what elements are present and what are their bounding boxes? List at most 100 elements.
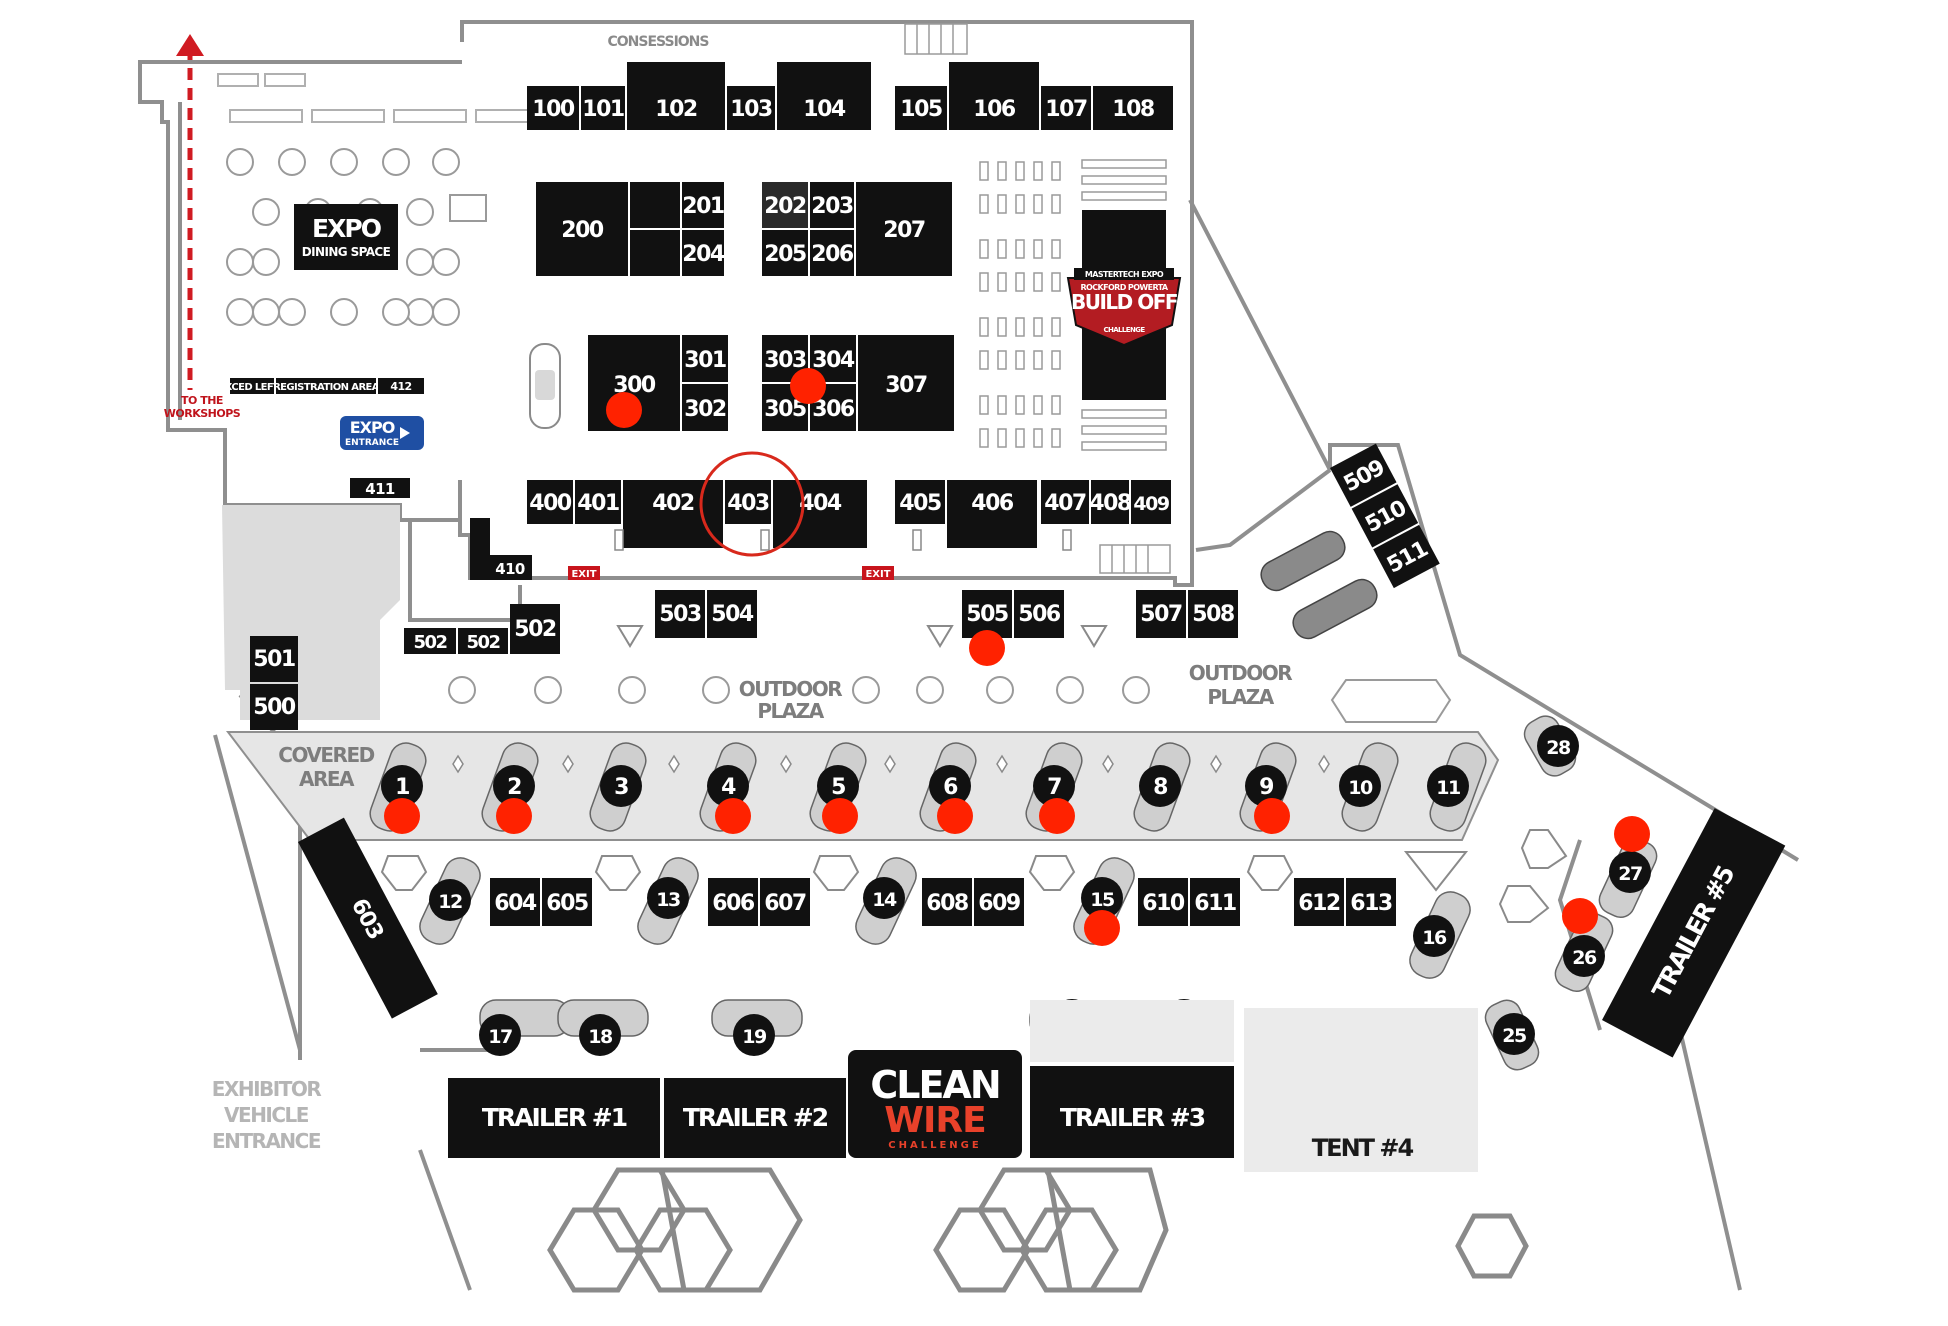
booth-501[interactable] <box>250 636 298 682</box>
booth-606[interactable] <box>708 878 758 926</box>
booth-108[interactable] <box>1093 86 1173 130</box>
booth-105[interactable] <box>895 86 947 130</box>
booth-504[interactable] <box>707 590 757 638</box>
booth-201[interactable] <box>682 182 724 228</box>
booth-402[interactable] <box>623 480 723 548</box>
booth-204[interactable] <box>682 230 724 276</box>
spot-6[interactable]: 6 <box>943 775 960 800</box>
booth-307[interactable] <box>858 335 954 431</box>
trailer-3[interactable] <box>1030 1066 1234 1158</box>
booth-500[interactable] <box>250 684 298 730</box>
booth-407[interactable] <box>1041 480 1089 524</box>
trailer-1[interactable] <box>448 1078 660 1158</box>
booth-403[interactable] <box>725 480 771 524</box>
booth-610[interactable] <box>1138 878 1188 926</box>
spot-8[interactable]: 8 <box>1153 775 1169 800</box>
spot-11[interactable]: 11 <box>1436 777 1461 799</box>
spot-16[interactable]: 16 <box>1422 927 1448 949</box>
booth-510[interactable] <box>1351 484 1419 548</box>
spot-26[interactable]: 26 <box>1572 947 1598 969</box>
spot-13[interactable]: 13 <box>656 889 681 911</box>
booth-301[interactable] <box>682 335 728 382</box>
booth-100[interactable] <box>527 86 579 130</box>
spot-17[interactable]: 17 <box>488 1026 513 1048</box>
booth-411[interactable] <box>350 478 410 498</box>
booth-506[interactable] <box>1014 590 1064 638</box>
spot-2[interactable]: 2 <box>507 775 523 800</box>
spot-3[interactable]: 3 <box>614 775 630 800</box>
spot-28[interactable]: 28 <box>1546 737 1572 759</box>
covered-area-1: COVERED <box>278 743 374 767</box>
booth-607[interactable] <box>760 878 810 926</box>
booth-406[interactable] <box>947 480 1037 548</box>
booth-203[interactable] <box>810 182 854 228</box>
spot-9[interactable]: 9 <box>1259 775 1275 800</box>
marker-spot-1 <box>384 798 420 834</box>
trailer-5[interactable] <box>1602 808 1786 1058</box>
booth-401[interactable] <box>575 480 621 524</box>
booth-205[interactable] <box>762 230 808 276</box>
booths-509-511: 509 510 511 <box>1330 443 1440 589</box>
booth-609[interactable] <box>974 878 1024 926</box>
booth-502b[interactable] <box>458 628 508 654</box>
trailer-2[interactable] <box>664 1078 846 1158</box>
spot-7[interactable]: 7 <box>1047 775 1063 800</box>
clean-wire-challenge-logo: CLEAN WIRE CHALLENGE <box>848 1050 1022 1158</box>
booth-613[interactable] <box>1346 878 1396 926</box>
spot-19[interactable]: 19 <box>742 1026 767 1048</box>
booth-101[interactable] <box>581 86 625 130</box>
booth-507[interactable] <box>1136 590 1186 638</box>
spot-1[interactable]: 1 <box>395 775 411 800</box>
booth-row-500: 501 500 502 502 502 503 504 505 506 507 … <box>250 590 1238 730</box>
booth-107[interactable] <box>1041 86 1091 130</box>
booth-104[interactable] <box>777 62 871 130</box>
booth-502c[interactable] <box>510 604 560 654</box>
booth-409[interactable] <box>1131 480 1171 524</box>
booth-202[interactable] <box>762 182 808 228</box>
booth-405[interactable] <box>895 480 945 524</box>
booth-400[interactable] <box>527 480 573 524</box>
booth-302[interactable] <box>682 384 728 431</box>
spot-18[interactable]: 18 <box>588 1026 614 1048</box>
booth-206[interactable] <box>810 230 854 276</box>
booth-608-label: 608 <box>926 891 968 916</box>
spot-10[interactable]: 10 <box>1348 777 1374 799</box>
booth-604[interactable] <box>490 878 540 926</box>
booth-103-label: 103 <box>730 97 772 122</box>
spot-25[interactable]: 25 <box>1502 1025 1527 1047</box>
booth-410[interactable] <box>470 518 532 580</box>
spot-12[interactable]: 12 <box>438 891 463 913</box>
spot-4[interactable]: 4 <box>721 775 738 800</box>
clean-wire-text-1: CLEAN <box>870 1063 999 1107</box>
booth-502a[interactable] <box>404 628 456 654</box>
booth-412[interactable]: 412 <box>390 380 412 393</box>
booth-611[interactable] <box>1190 878 1240 926</box>
exhibitor-label-2: VEHICLE <box>224 1103 309 1127</box>
booth-404[interactable] <box>773 480 867 548</box>
booth-511[interactable] <box>1373 524 1440 589</box>
booth-104-label: 104 <box>803 97 846 122</box>
spot-15[interactable]: 15 <box>1090 889 1115 911</box>
booths-410-411: 410 411 <box>350 478 532 580</box>
expo-entrance-sign[interactable]: EXPO ENTRANCE <box>340 416 424 450</box>
booth-207[interactable] <box>856 182 952 276</box>
booth-102[interactable] <box>627 62 725 130</box>
booth-102-label: 102 <box>655 97 697 122</box>
marker-spot-2 <box>496 798 532 834</box>
spot-27[interactable]: 27 <box>1618 863 1643 885</box>
booth-603[interactable] <box>298 817 438 1019</box>
booth-605[interactable] <box>542 878 592 926</box>
booth-408[interactable] <box>1091 480 1129 524</box>
booth-612[interactable] <box>1294 878 1344 926</box>
booth-106[interactable] <box>949 62 1039 130</box>
booth-200[interactable] <box>536 182 628 276</box>
booth-503[interactable] <box>655 590 705 638</box>
booth-508[interactable] <box>1188 590 1238 638</box>
tent-4[interactable]: TENT #4 <box>1244 1008 1478 1172</box>
spot-5[interactable]: 5 <box>831 775 847 800</box>
planters <box>616 625 1108 648</box>
booth-608[interactable] <box>922 878 972 926</box>
spot-14[interactable]: 14 <box>872 889 898 911</box>
booth-509[interactable] <box>1330 443 1397 507</box>
booth-103[interactable] <box>727 86 775 130</box>
